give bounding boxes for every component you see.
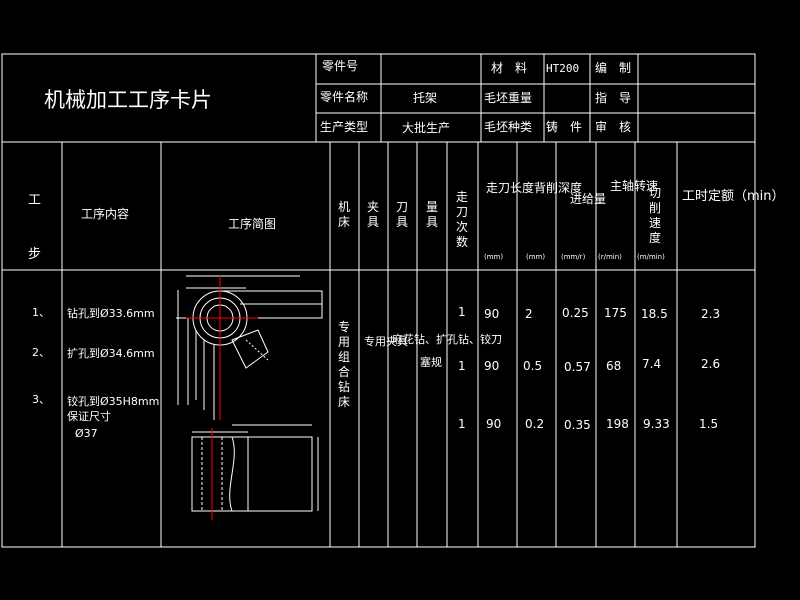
row-2-depth: 0.5 <box>523 359 543 373</box>
blank-kind-label: 毛坯种类 <box>484 120 533 134</box>
unit-depth: (mm) <box>526 253 546 261</box>
part-name-label: 零件名称 <box>320 90 369 104</box>
col-fixture: 夹具 <box>366 200 379 229</box>
row-3-rpm: 198 <box>606 417 629 431</box>
col-step-2: 步 <box>28 247 42 262</box>
row-1-speed: 18.5 <box>641 307 668 321</box>
row-3-depth: 0.2 <box>525 417 545 431</box>
row-2-feed: 0.57 <box>564 360 591 374</box>
col-cut-speed: 切削速度 <box>648 186 661 245</box>
step-1-no: 1、 <box>32 306 50 319</box>
col-tool: 刀具 <box>395 200 408 229</box>
row-1-passes: 1 <box>458 305 466 319</box>
row-3-speed: 9.33 <box>643 417 670 431</box>
col-content: 工序内容 <box>81 207 130 221</box>
col-feed-length: 走刀长度 <box>486 181 535 195</box>
step-3-extra2: Ø37 <box>75 427 98 440</box>
part-name-value: 托架 <box>413 91 438 105</box>
gauge-value: 塞规 <box>420 356 442 369</box>
row-2-time: 2.6 <box>701 357 721 371</box>
row-2-passes: 1 <box>458 359 466 373</box>
production-type-label: 生产类型 <box>320 120 369 134</box>
step-2-content: 扩孔到Ø34.6mm <box>67 347 155 360</box>
step-1-content: 钻孔到Ø33.6mm <box>67 307 155 320</box>
blank-weight-label: 毛坯重量 <box>484 91 533 105</box>
compile-label: 编 制 <box>595 61 632 75</box>
material-value: HT200 <box>546 62 580 75</box>
row-1-rpm: 175 <box>604 306 627 320</box>
part-no-label: 零件号 <box>322 59 359 73</box>
fixture-value: 专用夹具 <box>364 335 408 348</box>
row-3-length: 90 <box>486 417 502 431</box>
blank-kind-value: 铸 件 <box>546 120 583 134</box>
step-3-content: 铰孔到Ø35H8mm <box>67 395 160 408</box>
material-label: 材 料 <box>491 61 528 75</box>
col-sketch: 工序简图 <box>228 217 277 231</box>
step-3-extra1: 保证尺寸 <box>67 410 111 423</box>
row-1-depth: 2 <box>525 307 533 321</box>
card-title: 机械加工工序卡片 <box>44 88 212 112</box>
machine-value: 专用组合钻床 <box>337 320 350 409</box>
row-2-length: 90 <box>484 359 500 373</box>
row-1-feed: 0.25 <box>562 306 589 320</box>
unit-rpm: (r/min) <box>598 253 622 261</box>
col-gauge: 量具 <box>425 200 438 229</box>
review-label: 审 核 <box>595 120 632 134</box>
row-1-length: 90 <box>484 307 500 321</box>
unit-feed: (mm/r) <box>561 253 586 261</box>
process-sketch <box>176 275 323 512</box>
row-2-rpm: 68 <box>606 359 622 373</box>
guide-label: 指 导 <box>595 91 632 105</box>
row-1-time: 2.3 <box>701 307 721 321</box>
row-3-feed: 0.35 <box>564 418 591 432</box>
production-type-value: 大批生产 <box>402 121 451 135</box>
col-time-quota: 工时定额（min） <box>682 189 785 204</box>
step-2-no: 2、 <box>32 346 50 359</box>
unit-length: (mm) <box>484 253 504 261</box>
unit-speed: (m/min) <box>637 253 665 261</box>
col-step: 工 <box>28 193 42 208</box>
row-3-time: 1.5 <box>699 417 719 431</box>
col-passes: 走刀次数 <box>455 190 468 249</box>
col-cut-depth: 背削深度 <box>534 181 583 195</box>
tool-value: 麻花钻、扩孔钻、铰刀 <box>392 333 502 346</box>
col-spindle-speed: 主轴转速 <box>610 179 659 193</box>
sketch-centerlines <box>186 276 258 520</box>
step-3-no: 3、 <box>32 393 50 406</box>
row-3-passes: 1 <box>458 417 466 431</box>
row-2-speed: 7.4 <box>642 357 662 371</box>
col-machine: 机床 <box>337 200 350 229</box>
col-feed: 进给量 <box>570 192 607 206</box>
